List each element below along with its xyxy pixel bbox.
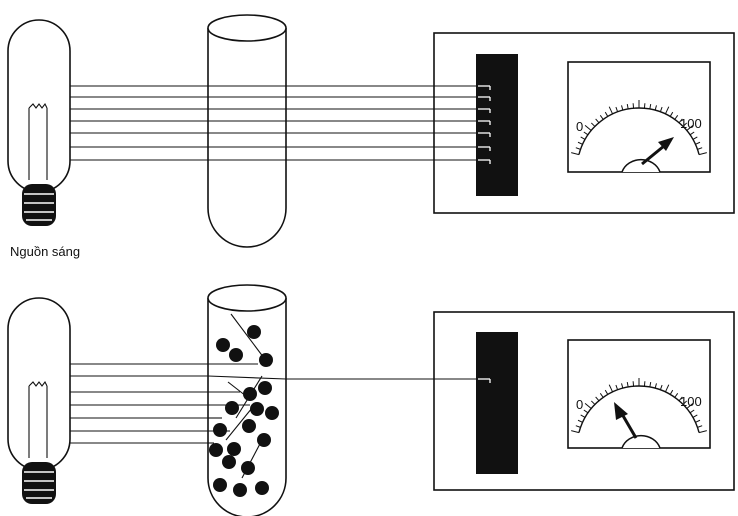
meter-tick — [626, 103, 629, 110]
photo-sensor — [476, 332, 518, 474]
meter-tick — [580, 414, 586, 418]
meter-arc — [578, 385, 700, 433]
meter-tick — [590, 400, 596, 405]
meter-tick — [599, 393, 604, 398]
meter-tick — [649, 381, 652, 388]
meter-tick — [583, 131, 589, 136]
meter-tick — [695, 141, 701, 145]
meter-tick — [599, 115, 604, 120]
meter-tick — [682, 400, 688, 405]
meter-tick — [678, 396, 683, 402]
meter-tick — [682, 122, 688, 127]
bulb-filament — [28, 380, 48, 458]
meter-tick — [669, 111, 674, 117]
meter-tick — [584, 124, 592, 131]
meter-tick — [698, 430, 707, 434]
test-tube-turbid — [207, 284, 287, 516]
meter-tick — [608, 106, 614, 115]
meter-tick — [583, 409, 589, 414]
meter-tick — [664, 106, 670, 115]
meter-tick — [654, 105, 657, 111]
photo-sensor — [476, 54, 518, 196]
meter-max-label: 100 — [680, 394, 702, 409]
meter-max-label: 100 — [680, 116, 702, 131]
meter-min-label: 0 — [576, 119, 583, 134]
meter-tick — [608, 384, 614, 393]
meter-min-label: 0 — [576, 397, 583, 412]
meter-tick — [615, 106, 619, 112]
detector-housing — [433, 311, 735, 491]
meter-tick — [686, 402, 694, 409]
meter-tick — [577, 141, 583, 145]
meter-needle — [620, 413, 638, 439]
meter-tick — [577, 419, 583, 423]
meter-tick — [595, 396, 600, 402]
meter-tick — [692, 136, 698, 140]
meter-tick — [621, 105, 624, 111]
meter-tick — [575, 425, 581, 428]
meter-tick — [689, 409, 695, 414]
meter-tick — [621, 383, 624, 389]
meter-tick — [580, 136, 586, 140]
bulb-base — [22, 184, 56, 226]
meter-top: 0 100 — [567, 61, 711, 173]
meter-tick — [604, 111, 609, 117]
needle-arrow-icon — [658, 137, 674, 151]
meter-scale — [571, 378, 707, 434]
test-tube-clear — [207, 14, 287, 248]
meter-tick — [695, 419, 701, 423]
meter-tick — [659, 106, 663, 112]
particles — [209, 325, 279, 497]
meter-tick — [669, 389, 674, 395]
light-rays-bottom — [70, 363, 488, 444]
meter-tick — [571, 152, 580, 156]
meter-tick — [575, 147, 581, 150]
meter-tick — [697, 425, 703, 428]
meter-scale — [571, 100, 707, 156]
meter-tick — [584, 402, 592, 409]
light-bulb-bottom — [7, 297, 71, 504]
meter-arc — [578, 107, 700, 155]
meter-tick — [674, 115, 679, 120]
meter-tick — [664, 384, 670, 393]
meter-tick — [659, 384, 663, 390]
meter-tick — [615, 384, 619, 390]
meter-pivot — [621, 158, 661, 173]
meter-tick — [571, 430, 580, 434]
bulb-glass — [7, 19, 71, 193]
bulb-base — [22, 462, 56, 504]
light-bulb-top — [7, 19, 71, 226]
meter-bottom: 0 100 — [567, 339, 711, 449]
meter-pivot — [621, 434, 661, 449]
meter-tick — [692, 414, 698, 418]
meter-tick — [678, 118, 683, 124]
bulb-filament — [28, 102, 48, 180]
meter-tick — [697, 147, 703, 150]
meter-tick — [654, 383, 657, 389]
needle-arrow-icon — [614, 402, 628, 420]
meter-needle — [641, 144, 665, 166]
detector-box-bottom — [433, 311, 735, 491]
meter-tick — [626, 381, 629, 388]
bulb-glass — [7, 297, 71, 471]
meter-tick — [689, 131, 695, 136]
bottom-panel: 0 100 — [7, 284, 735, 516]
meter-tick — [604, 389, 609, 395]
meter-tick — [649, 103, 652, 110]
meter-tick — [590, 122, 596, 127]
light-source-label: Nguồn sáng — [10, 244, 81, 259]
top-panel: 0 100 — [7, 14, 735, 248]
meter-tick — [674, 393, 679, 398]
meter-tick — [595, 118, 600, 124]
detector-box-top — [433, 32, 735, 214]
meter-tick — [686, 124, 694, 131]
detector-housing — [433, 32, 735, 214]
meter-tick — [698, 152, 707, 156]
